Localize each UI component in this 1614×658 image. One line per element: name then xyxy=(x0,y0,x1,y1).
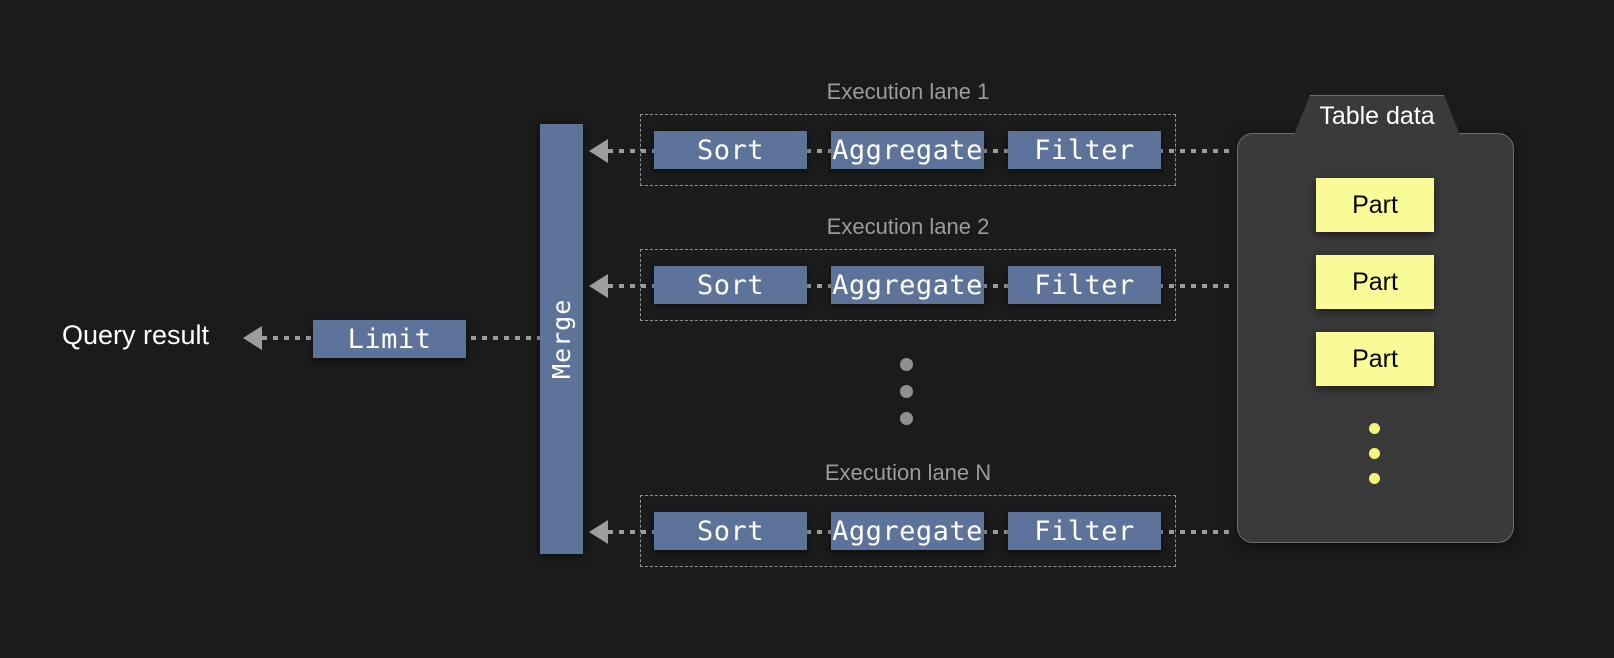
more-lanes-ellipsis xyxy=(900,358,913,425)
operator-merge[interactable]: Merge xyxy=(540,124,583,554)
lane-title-1: Execution lane 1 xyxy=(826,79,990,104)
query-result-label: Query result xyxy=(62,320,210,350)
arrowhead-lane-n-to-merge xyxy=(589,520,608,544)
merge-label: Merge xyxy=(547,298,576,380)
ellipsis-dot xyxy=(900,358,913,371)
arrowhead-lane-2-to-merge xyxy=(589,274,608,298)
ellipsis-dot xyxy=(900,385,913,398)
lane-title-n: Execution lane N xyxy=(824,460,992,485)
operator-lane-2-filter[interactable]: Filter xyxy=(1008,266,1161,304)
part-box-3[interactable]: Part xyxy=(1316,332,1434,386)
operator-lane-1-sort[interactable]: Sort xyxy=(654,131,807,169)
operator-limit[interactable]: Limit xyxy=(313,320,466,358)
ellipsis-dot xyxy=(1369,423,1380,434)
ellipsis-dot xyxy=(1369,448,1380,459)
ellipsis-dot xyxy=(900,412,913,425)
operator-lane-n-aggregate[interactable]: Aggregate xyxy=(831,512,984,550)
part-box-2[interactable]: Part xyxy=(1316,255,1434,309)
table-data-title: Table data xyxy=(1319,101,1435,130)
arrowhead-to-query-result xyxy=(243,326,262,350)
lane-title-2: Execution lane 2 xyxy=(826,214,990,239)
operator-lane-2-aggregate[interactable]: Aggregate xyxy=(831,266,984,304)
operator-lane-2-sort[interactable]: Sort xyxy=(654,266,807,304)
more-parts-ellipsis xyxy=(1369,423,1380,484)
arrowhead-lane-1-to-merge xyxy=(589,139,608,163)
operator-lane-1-aggregate[interactable]: Aggregate xyxy=(831,131,984,169)
operator-lane-n-sort[interactable]: Sort xyxy=(654,512,807,550)
part-box-1[interactable]: Part xyxy=(1316,178,1434,232)
operator-lane-1-filter[interactable]: Filter xyxy=(1008,131,1161,169)
operator-lane-n-filter[interactable]: Filter xyxy=(1008,512,1161,550)
ellipsis-dot xyxy=(1369,473,1380,484)
